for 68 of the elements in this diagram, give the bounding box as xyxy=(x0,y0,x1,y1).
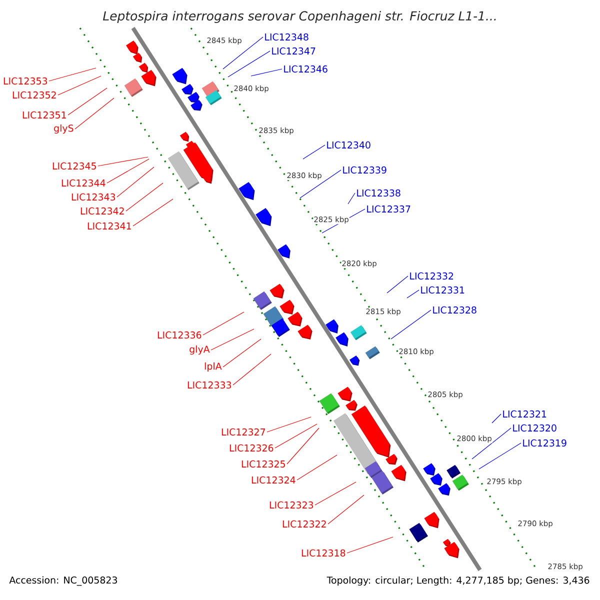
leader-line xyxy=(492,414,502,424)
gene-label: LIC12339 xyxy=(343,166,386,174)
leader-line xyxy=(386,276,408,294)
leader-line xyxy=(222,36,264,70)
leader-line xyxy=(228,50,270,78)
leader-line xyxy=(58,76,102,96)
gene-label: LIC12347 xyxy=(272,47,316,55)
gene-label: LIC12324 xyxy=(252,476,296,484)
leader-line xyxy=(478,442,522,470)
leader-line xyxy=(296,454,338,480)
leader-line xyxy=(132,198,174,226)
leader-line xyxy=(472,428,512,460)
leader-line xyxy=(74,98,114,130)
gene-label: LIC12346 xyxy=(284,65,328,73)
leader-line xyxy=(106,158,150,184)
leader-line xyxy=(314,482,356,506)
leader-line xyxy=(116,166,154,198)
gene-label: LIC12348 xyxy=(265,33,308,41)
title: Leptospira interrogans serovar Copenhageni str. Fiocruz L1-1... xyxy=(102,10,496,24)
gene-label: LIC12345 xyxy=(52,162,96,170)
gene-label: lplA xyxy=(204,362,222,372)
gene-label: LIC12342 xyxy=(80,207,124,215)
leader-line xyxy=(202,312,244,336)
gene-label: LIC12340 xyxy=(327,141,370,149)
leader-line xyxy=(300,170,342,198)
leader-line xyxy=(302,144,326,160)
leader-line xyxy=(222,338,262,368)
leader-line xyxy=(266,416,312,432)
leader-line xyxy=(328,494,364,524)
gene-label: LIC12343 xyxy=(72,193,116,201)
gene-label: LIC12325 xyxy=(242,460,285,468)
gene-label: LIC12327 xyxy=(222,428,265,436)
gene-label: LIC12337 xyxy=(367,205,410,213)
gene-label: LIC12351 xyxy=(22,111,66,119)
leader-line xyxy=(274,424,318,448)
leader-line xyxy=(232,354,272,386)
leader-line xyxy=(406,290,420,298)
gene-label: LIC12353 xyxy=(4,77,48,85)
gene-label: LIC12331 xyxy=(421,286,464,294)
gene-label: LIC12318 xyxy=(302,549,346,557)
info-text: Accession: NC_005823 xyxy=(9,576,117,586)
gene-label: LIC12352 xyxy=(12,91,56,99)
gene-label: LIC12332 xyxy=(410,272,454,280)
gene-label: LIC12333 xyxy=(188,381,232,389)
leader-line xyxy=(210,328,254,350)
gene-label: LIC12321 xyxy=(503,410,546,418)
leader-line xyxy=(346,536,394,554)
gene-label: LIC12320 xyxy=(513,424,556,432)
leader-line xyxy=(48,68,96,82)
leader-line xyxy=(250,68,282,76)
leader-line xyxy=(390,310,432,340)
gene-label: LIC12336 xyxy=(158,331,202,339)
gene-label: LIC12338 xyxy=(357,189,400,197)
gene-label: LIC12326 xyxy=(230,444,274,452)
gene-label: glyS xyxy=(54,124,74,134)
gene-label: LIC12328 xyxy=(433,306,476,314)
gene-label: LIC12341 xyxy=(88,222,131,230)
gene-label: LIC12323 xyxy=(270,501,314,509)
leader-line xyxy=(126,182,164,212)
leader-line xyxy=(98,156,148,166)
gene-label: LIC12322 xyxy=(282,520,326,528)
info-text: Topology: circular; Length: 4,277,185 bp; Genes: 3,436 xyxy=(326,576,590,586)
gene-label: glyA xyxy=(190,345,210,355)
leader-line xyxy=(348,192,356,204)
gene-label: LIC12319 xyxy=(523,439,566,447)
leader-line xyxy=(286,428,320,464)
gene-label: LIC12344 xyxy=(62,179,106,187)
leader-line xyxy=(68,88,108,116)
